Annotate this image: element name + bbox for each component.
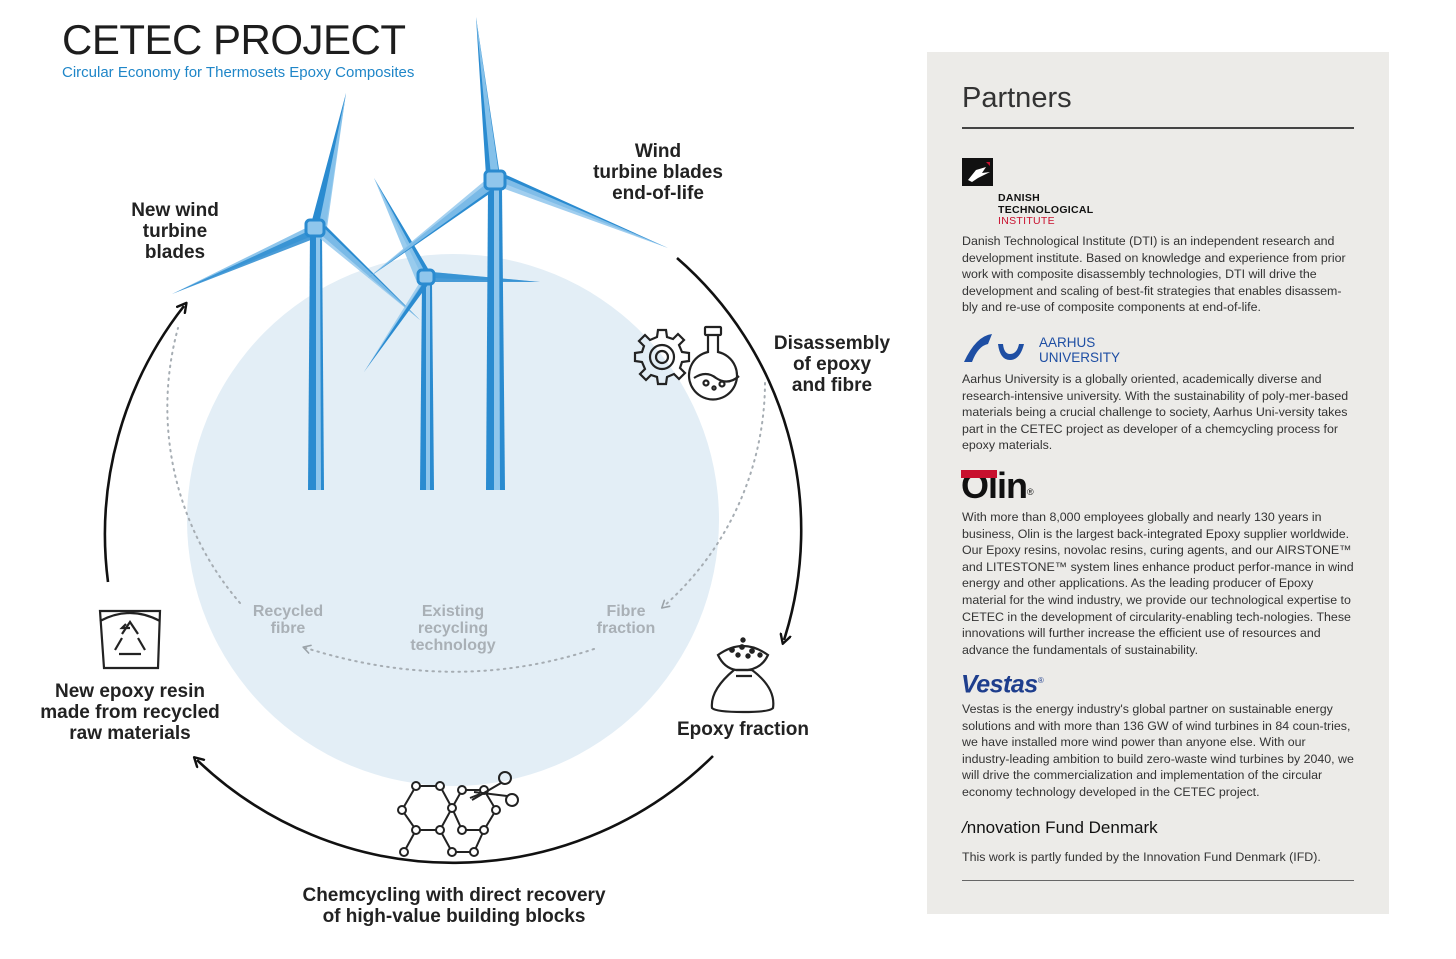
label-end-of-life: Wind turbine blades end-of-life	[593, 141, 723, 204]
page-title: CETEC PROJECT	[62, 16, 406, 63]
label-chemcycling: Chemcycling with direct recovery of high…	[302, 885, 606, 927]
wind-turbine-icon	[172, 17, 668, 490]
gear-icon	[633, 328, 691, 386]
aarhus-description: Aarhus University is a globally oriented…	[962, 372, 1349, 453]
dti-description: Danish Technological Institute (DTI) is …	[962, 234, 1346, 315]
vestas-logo: Vestas®	[961, 670, 1044, 699]
aarhus-name: AARHUS UNIVERSITY	[1039, 335, 1121, 365]
partners-panel: Partners DANISH TECHNOLOGICAL INSTITUTE …	[927, 52, 1389, 914]
recycle-bucket-icon	[98, 609, 162, 670]
circular-economy-diagram	[98, 17, 803, 865]
sack-icon	[710, 637, 775, 714]
label-disassembly: Disassembly of epoxy and fibre	[773, 333, 891, 396]
molecule-icon	[397, 781, 501, 857]
dti-name: DANISH TECHNOLOGICAL INSTITUTE	[998, 192, 1094, 227]
arrow-endoflife-to-disassembly	[676, 257, 803, 640]
label-epoxy-fraction: Epoxy fraction	[677, 719, 809, 740]
flask-icon	[687, 325, 740, 401]
existing-loop-arc-right	[660, 382, 766, 609]
label-new-blades: New wind turbine blades	[131, 200, 219, 263]
ifd-logo: /nnovation Fund Denmark	[962, 818, 1158, 837]
olin-red-bar	[961, 470, 997, 478]
dti-logo	[962, 158, 993, 186]
divider-bottom	[962, 880, 1354, 881]
label-fibre-fraction: Fibre fraction	[596, 603, 656, 637]
ifd-description: This work is partly funded by the Innova…	[962, 850, 1321, 864]
olin-description: With more than 8,000 employees globally …	[962, 510, 1354, 657]
arrow-resin-to-new-blades	[103, 306, 184, 583]
page-subtitle: Circular Economy for Thermosets Epoxy Co…	[62, 64, 415, 81]
label-new-resin: New epoxy resin made from recycled raw m…	[40, 681, 220, 744]
divider	[962, 127, 1354, 129]
arrow-epoxy-to-chemcycling	[197, 755, 714, 865]
label-existing-technology: Existing recycling technology	[410, 603, 496, 654]
scissors-icon	[469, 771, 519, 807]
existing-loop-arc-left	[166, 327, 241, 604]
existing-loop-arc-bottom	[302, 644, 595, 673]
background-circle	[187, 254, 719, 786]
vestas-description: Vestas is the energy industry's global p…	[962, 702, 1354, 799]
aarhus-logo	[962, 332, 1028, 369]
partners-heading: Partners	[962, 82, 1072, 114]
label-recycled-fibre: Recycled fibre	[252, 603, 324, 637]
